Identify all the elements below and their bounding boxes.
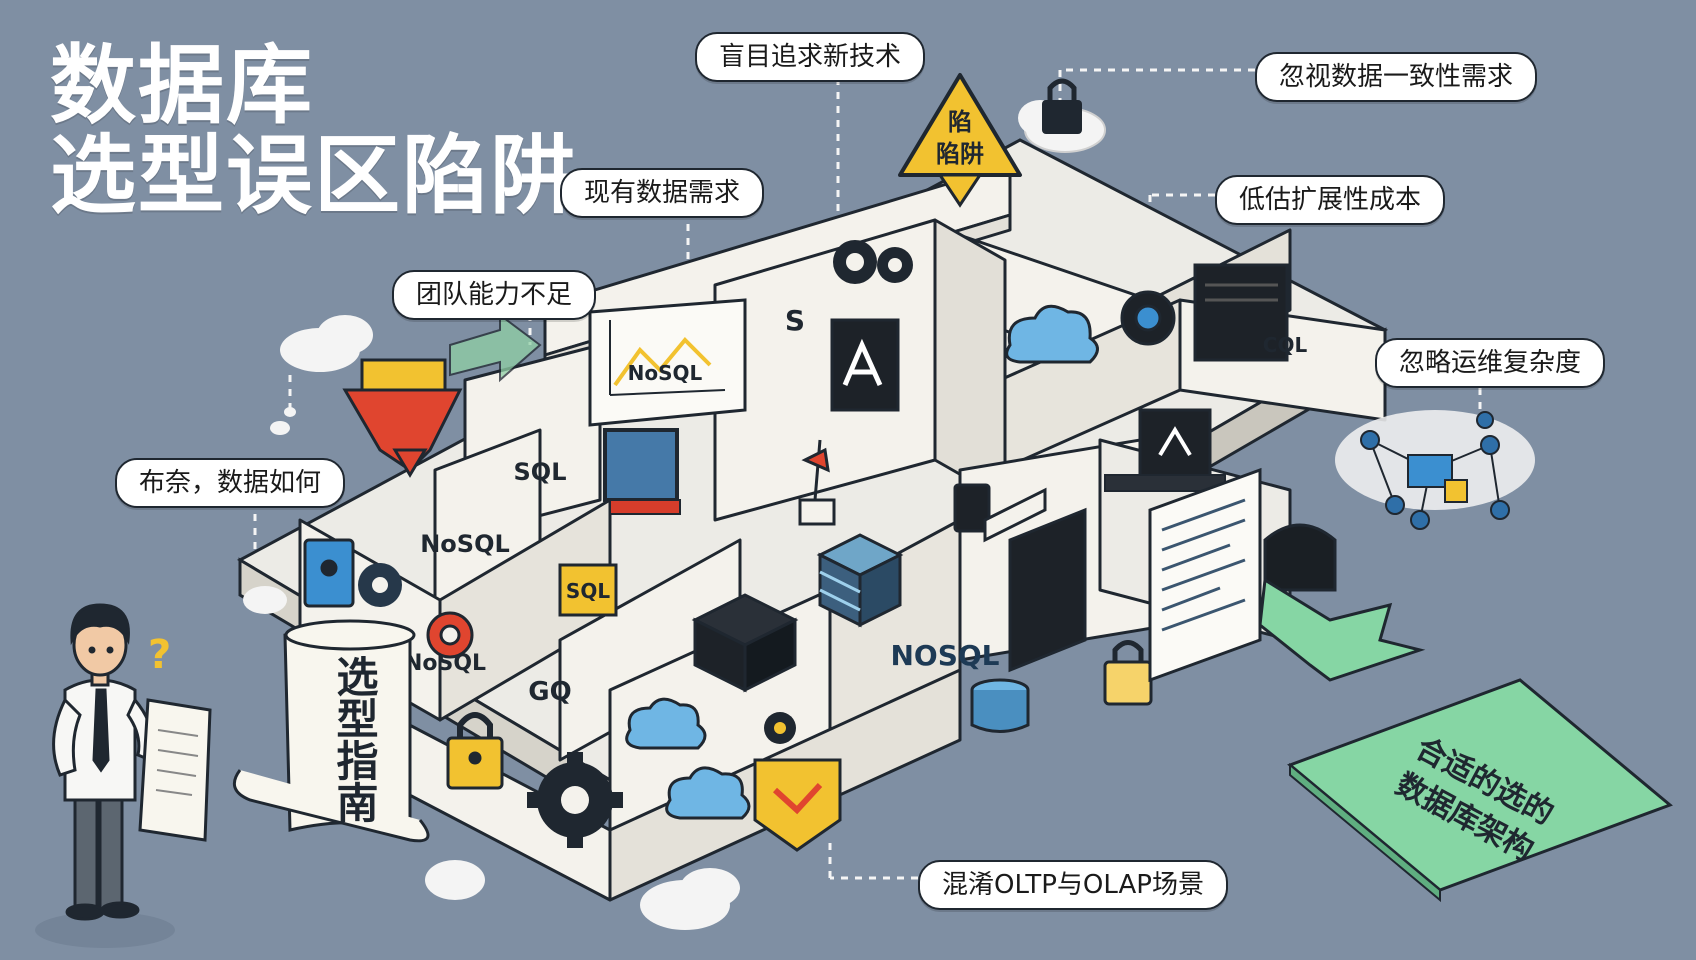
question-mark: ? <box>148 632 171 678</box>
label-nosql-1: NoSQL <box>420 530 510 558</box>
label-cql: CQL <box>1263 333 1308 357</box>
destination-slab: 合适的选的 数据库架构 <box>1287 678 1673 903</box>
page-title-line1: 数据库 <box>50 36 314 136</box>
lock-icon <box>303 483 1153 790</box>
callout-ignore-consistency: 忽视数据一致性需求 <box>1255 52 1538 102</box>
gear-icon <box>833 240 913 284</box>
exit-arrow <box>1258 577 1426 682</box>
label-nosql-chart: NoSQL <box>628 361 703 385</box>
callout-team-skills: 团队能力不足 <box>392 270 597 320</box>
label-sql-badge: SQL <box>566 579 610 603</box>
lamp-icon <box>798 439 836 526</box>
callout-ignore-ops: 忽略运维复杂度 <box>1375 338 1606 388</box>
warning-sign-line2: 陷阱 <box>936 140 984 168</box>
sql-badges: SQL SQL NoSQL NoSQL NOSQL GQ S CQL <box>404 304 1308 707</box>
warning-sign-line1: 陷 <box>948 108 972 136</box>
callout-underestimate-scaling: 低估扩展性成本 <box>1215 175 1446 225</box>
lock-cloud-icon <box>1018 78 1106 153</box>
warning-icon: 陷 陷阱 <box>898 73 1022 208</box>
callout-oltp-olap: 混淆OLTP与OLAP场景 <box>918 860 1228 910</box>
nosql-chart-panel: NoSQL <box>588 298 747 427</box>
label-s: S <box>785 304 805 337</box>
code-panel <box>1148 467 1262 683</box>
gear-icon-small <box>764 712 796 744</box>
tunnel-exit <box>1263 523 1337 592</box>
shield-icon <box>753 758 842 852</box>
decorative-clouds <box>243 315 740 930</box>
person-figure <box>35 603 212 948</box>
callout-data-model: 布奈，数据如何 <box>115 458 346 508</box>
server-icon <box>691 533 904 693</box>
books-icon <box>983 487 1087 673</box>
label-gq: GQ <box>528 677 571 707</box>
guide-scroll-text: 选型指南 <box>330 655 379 823</box>
cloud-icon <box>625 304 1099 820</box>
database-icon <box>970 678 1030 733</box>
page-title-line2: 选型误区陷阱 <box>50 126 578 226</box>
network-hub-icon <box>426 290 1176 659</box>
guide-scroll <box>232 619 430 843</box>
callout-real-requirements: 现有数据需求 <box>560 168 765 218</box>
label-sql-wall: SQL <box>514 458 567 486</box>
gear-icon-large <box>527 752 623 848</box>
callout-chase-new-tech: 盲目追求新技术 <box>695 32 926 82</box>
warning-box-icon <box>342 358 463 478</box>
gear-icon-blue <box>358 563 402 607</box>
monitor-icon <box>603 263 1289 515</box>
network-icon <box>1335 410 1535 530</box>
label-nosql-3: NOSQL <box>890 639 999 672</box>
entry-arrow <box>449 313 542 383</box>
